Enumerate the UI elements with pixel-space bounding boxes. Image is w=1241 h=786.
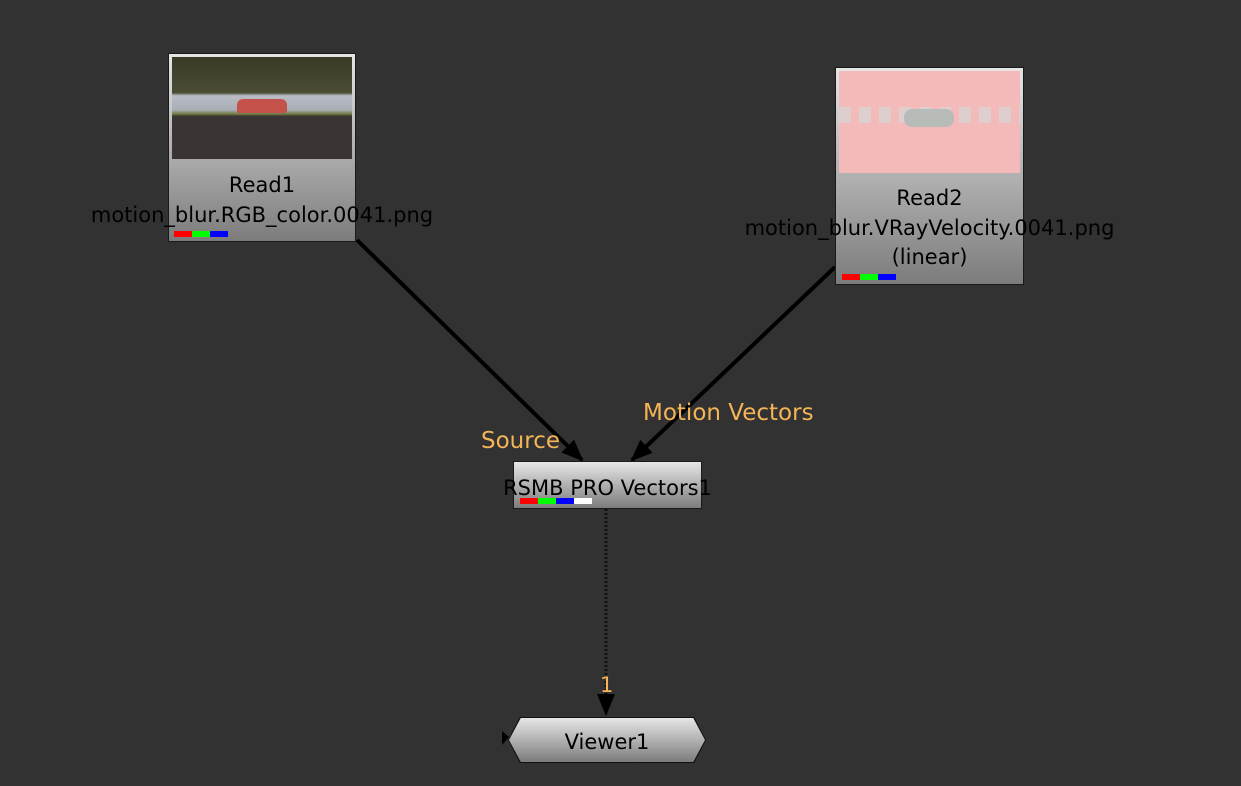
viewer-input-arrow [502, 731, 509, 745]
read1-channels [174, 231, 228, 237]
read2-node[interactable]: Read2 motion_blur.VRayVelocity.0041.png … [745, 67, 1114, 285]
motion-vectors-input-label: Motion Vectors [643, 400, 814, 426]
edge-read2-motion-vectors[interactable] [630, 265, 837, 462]
read1-label: Read1 [228, 173, 296, 197]
rsmb-node[interactable]: RSMB PRO Vectors1 [503, 461, 712, 509]
source-input-label: Source [481, 428, 560, 454]
rsmb-label: RSMB PRO Vectors1 [503, 476, 712, 500]
viewer-input-label: 1 [600, 673, 614, 697]
read1-node[interactable]: Read1 motion_blur.RGB_color.0041.png [91, 53, 433, 242]
rsmb-channels [520, 498, 592, 504]
read2-channels [842, 274, 896, 280]
read2-colorspace: (linear) [891, 245, 968, 269]
viewer-node[interactable]: Viewer1 [508, 717, 706, 763]
edge-read1-source[interactable] [355, 238, 584, 462]
read1-thumbnail [172, 57, 352, 159]
read2-file: motion_blur.VRayVelocity.0041.png [744, 216, 1115, 240]
read2-label: Read2 [896, 186, 963, 210]
viewer-label: Viewer1 [564, 730, 650, 754]
read1-file: motion_blur.RGB_color.0041.png [90, 203, 434, 227]
read2-thumbnail [839, 71, 1020, 173]
